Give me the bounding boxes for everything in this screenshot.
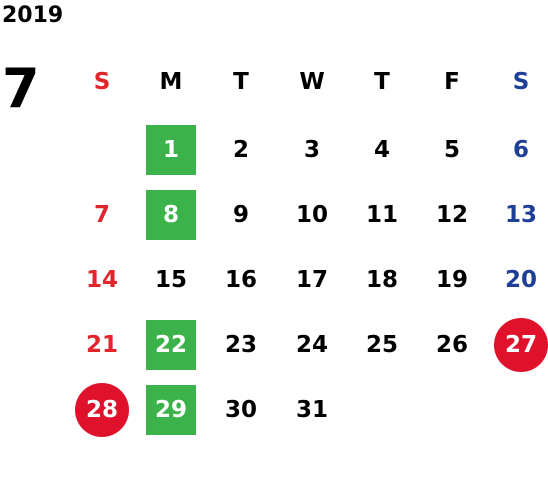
day-cell-10[interactable]: 10 bbox=[295, 202, 328, 228]
day-cell-14[interactable]: 14 bbox=[85, 267, 118, 293]
weekday-header: W bbox=[299, 69, 325, 95]
day-cell-30[interactable]: 30 bbox=[224, 397, 257, 423]
day-cell-25[interactable]: 25 bbox=[365, 332, 398, 358]
weekday-header: T bbox=[374, 69, 390, 95]
day-cell-15[interactable]: 15 bbox=[154, 267, 187, 293]
day-cell-24[interactable]: 24 bbox=[295, 332, 328, 358]
day-cell-6[interactable]: 6 bbox=[512, 137, 529, 163]
day-cell-26[interactable]: 26 bbox=[435, 332, 468, 358]
day-cell-16[interactable]: 16 bbox=[224, 267, 257, 293]
day-cell-2[interactable]: 2 bbox=[232, 137, 249, 163]
weekday-header: F bbox=[444, 69, 460, 95]
day-cell-18[interactable]: 18 bbox=[365, 267, 398, 293]
day-cell-27[interactable]: 27 bbox=[494, 318, 548, 372]
day-cell-22[interactable]: 22 bbox=[146, 320, 196, 370]
day-cell-21[interactable]: 21 bbox=[85, 332, 118, 358]
day-cell-17[interactable]: 17 bbox=[295, 267, 328, 293]
day-cell-9[interactable]: 9 bbox=[232, 202, 249, 228]
weekday-header: M bbox=[159, 69, 183, 95]
day-cell-29[interactable]: 29 bbox=[146, 385, 196, 435]
day-cell-23[interactable]: 23 bbox=[224, 332, 257, 358]
day-cell-12[interactable]: 12 bbox=[435, 202, 468, 228]
weekday-header: S bbox=[93, 69, 111, 95]
weekday-header: T bbox=[233, 69, 249, 95]
year-label: 2019 bbox=[2, 3, 64, 28]
day-cell-20[interactable]: 20 bbox=[504, 267, 537, 293]
day-cell-28[interactable]: 28 bbox=[75, 383, 129, 437]
day-cell-31[interactable]: 31 bbox=[295, 397, 328, 423]
day-cell-11[interactable]: 11 bbox=[365, 202, 398, 228]
day-cell-8[interactable]: 8 bbox=[146, 190, 196, 240]
day-cell-3[interactable]: 3 bbox=[303, 137, 320, 163]
day-cell-4[interactable]: 4 bbox=[373, 137, 390, 163]
day-cell-7[interactable]: 7 bbox=[93, 202, 110, 228]
day-cell-13[interactable]: 13 bbox=[504, 202, 537, 228]
month-label: 7 bbox=[2, 57, 40, 120]
day-cell-1[interactable]: 1 bbox=[146, 125, 196, 175]
weekday-header: S bbox=[512, 69, 530, 95]
day-cell-5[interactable]: 5 bbox=[443, 137, 460, 163]
day-cell-19[interactable]: 19 bbox=[435, 267, 468, 293]
